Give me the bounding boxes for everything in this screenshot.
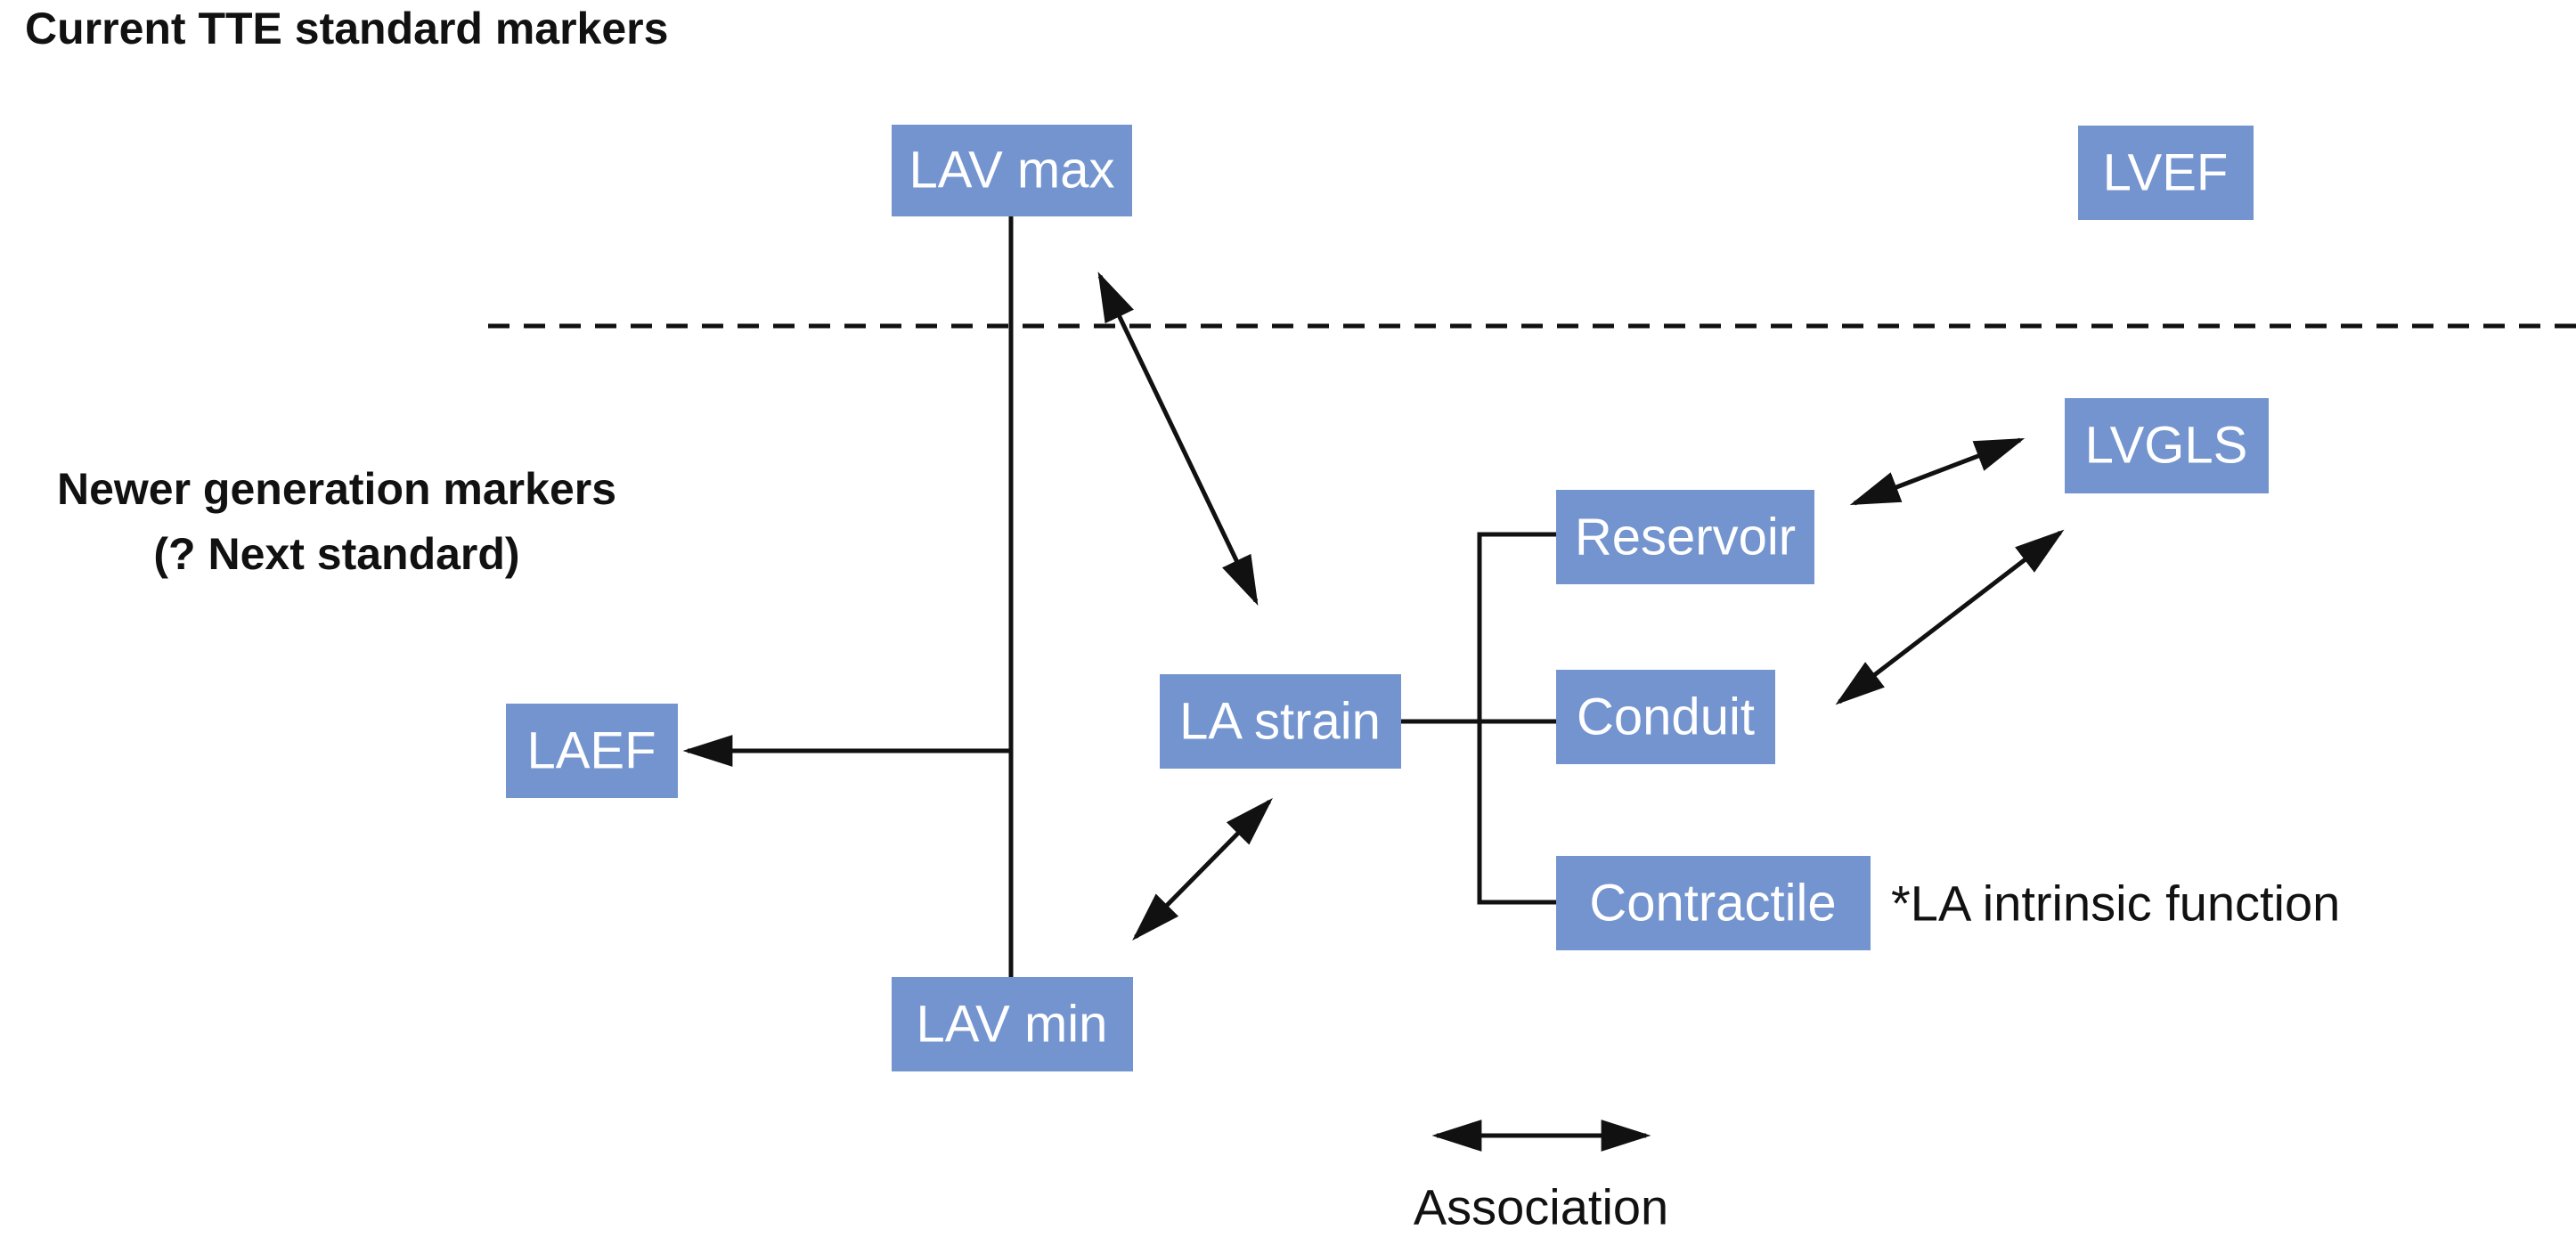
node-contractile-label: Contractile xyxy=(1589,875,1836,933)
node-lvef: LVEF xyxy=(2078,126,2254,220)
newer-markers-label: Newer generation markers xyxy=(57,464,616,514)
node-reservoir-label: Reservoir xyxy=(1575,509,1796,566)
legend-association-label: Association xyxy=(1414,1179,1668,1235)
node-lav-min-label: LAV min xyxy=(917,996,1108,1054)
node-reservoir: Reservoir xyxy=(1556,490,1814,584)
node-contractile: Contractile xyxy=(1556,856,1871,950)
node-la-strain: LA strain xyxy=(1160,674,1401,769)
intrinsic-function-note: *LA intrinsic function xyxy=(1891,876,2340,932)
node-laef: LAEF xyxy=(506,704,678,798)
node-lav-min: LAV min xyxy=(892,977,1133,1071)
next-standard-label: (? Next standard) xyxy=(153,529,519,579)
association-arrow-lavmax-lastrain xyxy=(1097,271,1259,607)
node-lvgls-label: LVGLS xyxy=(2085,417,2248,475)
node-conduit-label: Conduit xyxy=(1577,688,1755,746)
node-laef-label: LAEF xyxy=(526,722,656,780)
node-lav-max-label: LAV max xyxy=(909,142,1114,200)
current-markers-label: Current TTE standard markers xyxy=(25,4,668,53)
node-lvgls: LVGLS xyxy=(2065,398,2269,493)
association-arrow-conduit-lvgls xyxy=(1835,529,2065,705)
association-arrow-lavmin-lastrain xyxy=(1132,798,1273,941)
node-la-strain-label: LA strain xyxy=(1179,693,1381,751)
components-bracket xyxy=(1477,532,1556,905)
association-arrow-reservoir-lvgls xyxy=(1849,437,2026,506)
node-conduit: Conduit xyxy=(1556,670,1775,764)
node-lvef-label: LVEF xyxy=(2103,144,2229,202)
node-lav-max: LAV max xyxy=(892,125,1132,216)
